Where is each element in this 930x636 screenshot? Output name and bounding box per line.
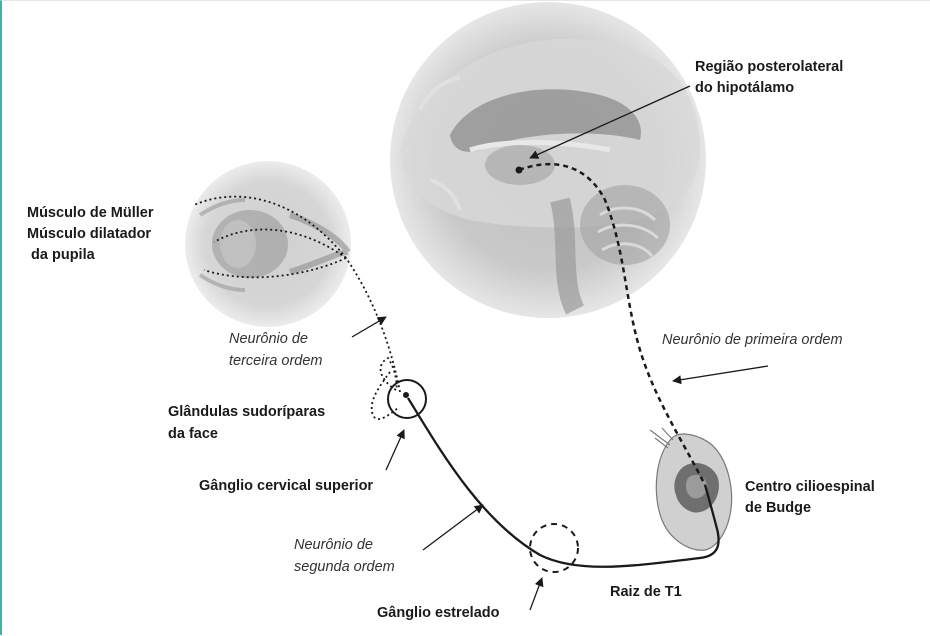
hypothalamus-dot (516, 167, 523, 174)
label-sweat-glands-line1: Glândulas sudoríparas (168, 402, 325, 423)
label-budge-line1: Centro cilioespinal (745, 477, 875, 498)
label-stellate-ganglion: Gânglio estrelado (377, 603, 499, 624)
label-third-order-line1: Neurônio de (229, 329, 308, 350)
arrow-superior-cervical (386, 430, 404, 470)
label-third-order-line2: terceira ordem (229, 351, 322, 372)
superior-cervical-ganglion-circle (388, 380, 426, 418)
eye-sagittal-image (185, 161, 351, 327)
spinal-cord-section-image (650, 428, 732, 550)
label-muller-line3: da pupila (27, 245, 95, 266)
label-superior-cervical-ganglion: Gânglio cervical superior (199, 476, 373, 497)
arrow-first-order (673, 366, 768, 381)
brain-sagittal-image (390, 2, 706, 318)
superior-cervical-ganglion-dot (403, 392, 409, 398)
label-sweat-glands-line2: da face (168, 424, 218, 445)
label-hypothalamus-line1: Região posterolateral (695, 57, 843, 78)
arrow-stellate (530, 578, 542, 610)
label-first-order: Neurônio de primeira ordem (662, 330, 843, 351)
label-budge-line2: de Budge (745, 498, 811, 519)
label-second-order-line2: segunda ordem (294, 557, 395, 578)
label-second-order-line1: Neurônio de (294, 535, 373, 556)
label-t1-root: Raiz de T1 (610, 582, 682, 603)
arrow-second-order (423, 505, 483, 550)
arrow-third-order (352, 317, 386, 337)
label-muller-line1: Músculo de Müller (27, 203, 154, 224)
label-muller-line2: Músculo dilatador (27, 224, 151, 245)
label-hypothalamus-line2: do hipotálamo (695, 78, 794, 99)
